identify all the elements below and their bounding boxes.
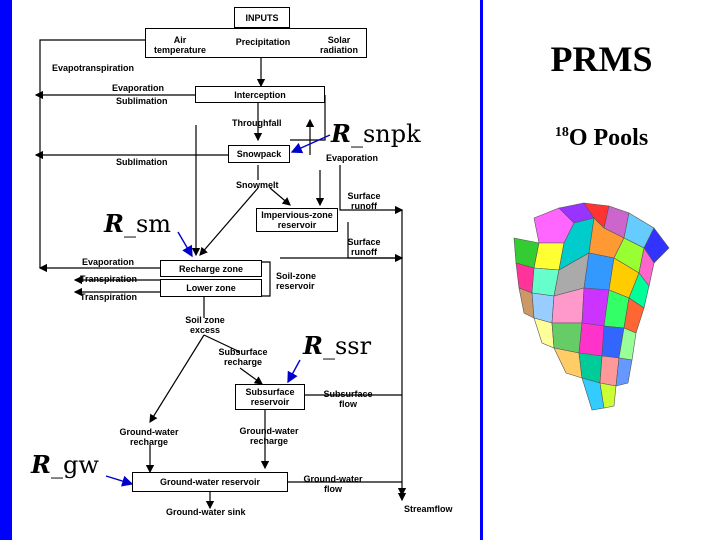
gw-recharge-right-label: Ground-water recharge <box>239 426 299 446</box>
evapotranspiration-label: Evapotranspiration <box>52 63 135 73</box>
r-sm-suffix: _sm <box>123 210 172 238</box>
subtitle-text: O Pools <box>568 125 649 151</box>
r-gw-suffix: _gw <box>50 451 99 479</box>
evaporation-top-label: Evaporation <box>112 83 165 93</box>
surface-runoff-1-label: Surface runoff <box>347 191 381 211</box>
sublimation-label: Sublimation <box>116 157 168 167</box>
snowmelt-label: Snowmelt <box>236 180 279 190</box>
inputs-box: INPUTS <box>234 7 290 28</box>
soil-zone-excess-label: Soil zone excess <box>185 315 225 335</box>
evaporation-soil-label: Evaporation <box>82 257 135 267</box>
gw-flow-label: Ground-water flow <box>303 474 363 494</box>
subtitle-superscript: 18 <box>554 125 569 140</box>
r-sm-label: R_sm <box>104 209 172 238</box>
transpiration-1-label: Transpiration <box>80 274 138 284</box>
throughfall-label: Throughfall <box>232 118 282 128</box>
subsurface-reservoir-box: Subsurface reservoir <box>235 384 305 410</box>
air-temperature-label: Air temperature <box>153 35 207 55</box>
panel-title: PRMS <box>550 39 653 79</box>
watershed-pools-map <box>513 202 670 411</box>
panel-subtitle: 18O Pools <box>483 125 720 152</box>
subsurface-flow-label: Subsurface flow <box>323 389 373 409</box>
lower-zone-box: Lower zone <box>160 279 262 297</box>
r-gw-label: R_gw <box>31 450 99 479</box>
subsurface-reservoir-label: Subsurface reservoir <box>245 387 295 407</box>
r-snpk-suffix: _snpk <box>350 120 421 148</box>
gw-recharge-left-label: Ground-water recharge <box>119 427 179 447</box>
snowpack-box: Snowpack <box>228 145 290 163</box>
r-ssr-suffix: _ssr <box>322 332 372 360</box>
gw-sink-label: Ground-water sink <box>166 507 246 517</box>
recharge-zone-box: Recharge zone <box>160 260 262 277</box>
impervious-reservoir-label: Impervious-zone reservoir <box>261 210 333 230</box>
transpiration-2-label: Transpiration <box>80 292 138 302</box>
evaporation-snow-label: Evaporation <box>326 153 379 163</box>
inputs-panel <box>145 28 367 58</box>
subsurface-recharge-label: Subsurface recharge <box>218 347 268 367</box>
impervious-reservoir-box: Impervious-zone reservoir <box>256 208 338 232</box>
r-sm-r: R <box>104 209 124 238</box>
precipitation-label: Precipitation <box>235 37 291 47</box>
r-gw-r: R <box>31 450 51 479</box>
r-snpk-label: R_snpk <box>331 119 421 148</box>
r-ssr-label: R_ssr <box>303 331 372 360</box>
surface-runoff-2-label: Surface runoff <box>347 237 381 257</box>
soil-zone-reservoir-label: Soil-zone reservoir <box>276 271 316 291</box>
r-ssr-r: R <box>303 331 323 360</box>
groundwater-reservoir-box: Ground-water reservoir <box>132 472 288 492</box>
interception-box: Interception <box>195 86 325 103</box>
solar-radiation-label: Solar radiation <box>319 35 358 55</box>
r-snpk-r: R <box>331 119 351 148</box>
streamflow-label: Streamflow <box>404 504 453 514</box>
sublimation-top-label: Sublimation <box>116 96 168 106</box>
